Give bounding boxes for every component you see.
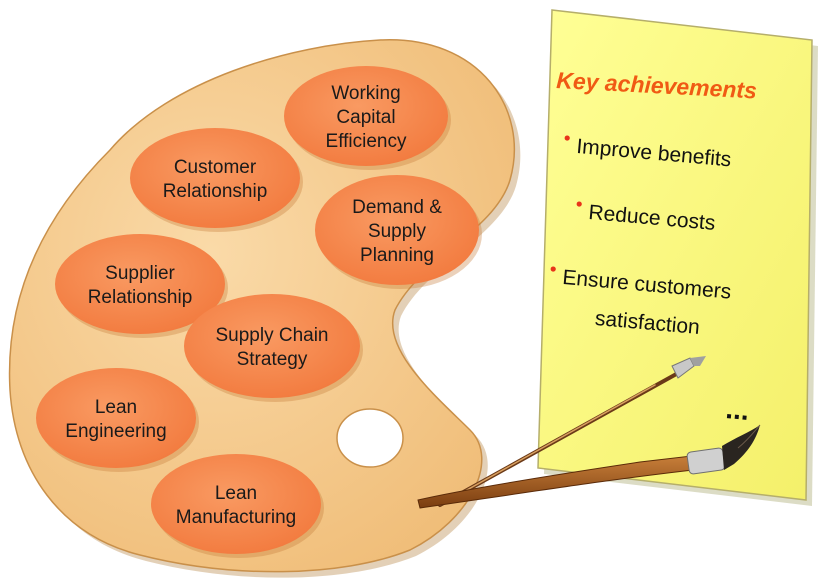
node-ellipse bbox=[151, 454, 321, 554]
palette-thumb-hole bbox=[336, 408, 404, 468]
node-label-line: Lean bbox=[95, 397, 137, 418]
node-ellipse bbox=[184, 294, 360, 398]
key-achievements-note: Key achievements Improve benefitsReduce … bbox=[537, 9, 818, 506]
node-label-line: Supply bbox=[368, 221, 427, 242]
thin-brush bbox=[438, 356, 706, 507]
node-label-line: Lean bbox=[215, 483, 257, 504]
node-label-line: Strategy bbox=[237, 349, 308, 370]
node-ellipse bbox=[130, 128, 300, 228]
node-label-line: Customer bbox=[174, 157, 257, 178]
node-label-line: Relationship bbox=[88, 287, 193, 308]
node-label-line: Supply Chain bbox=[215, 325, 328, 346]
paintbrushes bbox=[417, 356, 761, 509]
node-label-line: Capital bbox=[336, 107, 395, 128]
bullet-icon bbox=[576, 201, 582, 207]
node-label-line: Planning bbox=[360, 245, 434, 266]
note-paper bbox=[537, 9, 813, 501]
node-ellipse bbox=[36, 368, 196, 468]
node-ellipse bbox=[315, 175, 479, 285]
node-ellipse bbox=[284, 66, 448, 166]
note-ellipsis: ... bbox=[724, 393, 750, 426]
fat-brush bbox=[417, 424, 761, 509]
node-ellipse bbox=[55, 234, 225, 334]
node-label-line: Efficiency bbox=[326, 131, 407, 152]
node-label-line: Manufacturing bbox=[176, 507, 296, 528]
bullet-icon bbox=[564, 135, 570, 141]
palette-node-group: WorkingCapitalEfficiencyCustomerRelation… bbox=[36, 66, 482, 558]
bullet-icon bbox=[550, 266, 556, 272]
node-label-line: Engineering bbox=[65, 421, 166, 442]
node-label-line: Supplier bbox=[105, 263, 175, 284]
node-label-line: Working bbox=[331, 83, 400, 104]
node-label-line: Demand & bbox=[352, 197, 442, 218]
node-label-line: Relationship bbox=[163, 181, 268, 202]
